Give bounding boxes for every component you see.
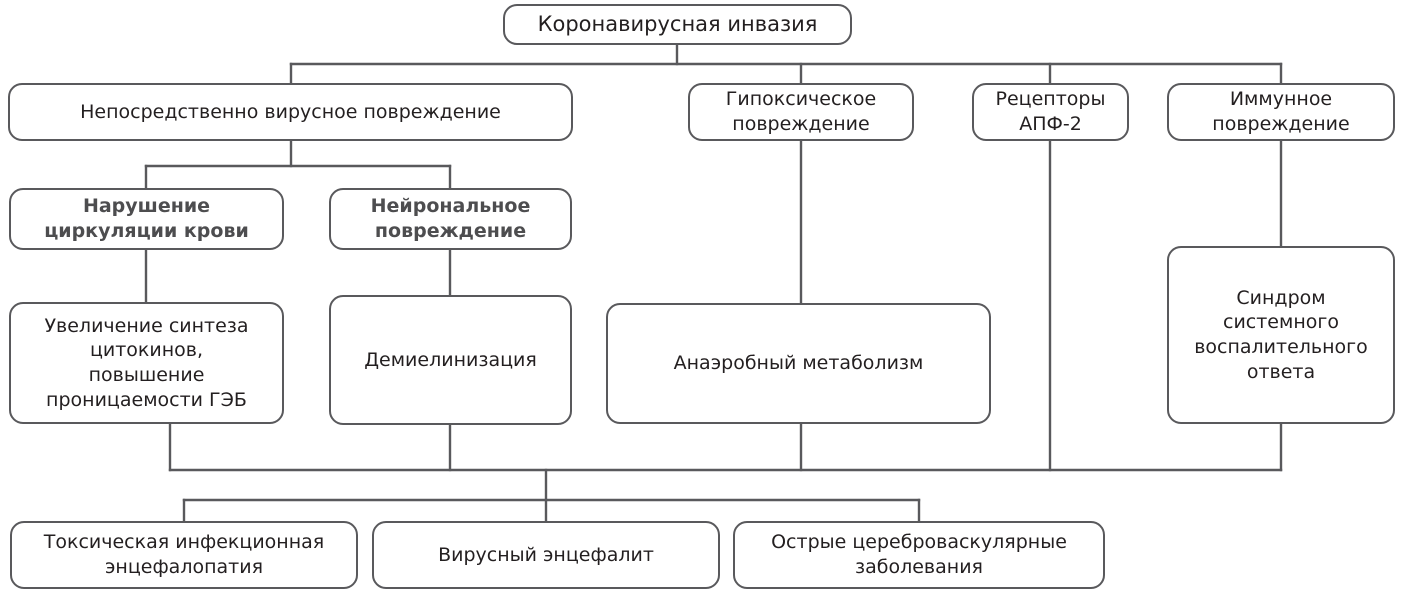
node-anaerobic-metabolism-label: Анаэробный метаболизм bbox=[673, 352, 924, 375]
node-viral-encephalitis-label: Вирусный энцефалит bbox=[438, 543, 654, 566]
node-toxic-infectious-encephalopathy-label: Токсическая инфекционная энцефалопатия bbox=[43, 531, 325, 578]
node-demyelination[interactable]: Демиелинизация bbox=[329, 295, 572, 425]
node-hypoxic-damage[interactable]: Гипоксическое повреждение bbox=[688, 83, 914, 141]
node-root[interactable]: Коронавирусная инвазия bbox=[503, 4, 852, 45]
node-demyelination-label: Демиелинизация bbox=[364, 348, 537, 371]
node-cytokine-synthesis-label: Увеличение синтеза цитокинов, повышение … bbox=[44, 314, 249, 411]
node-anaerobic-metabolism[interactable]: Анаэробный метаболизм bbox=[606, 303, 991, 424]
node-sirs[interactable]: Синдром системного воспалительного ответ… bbox=[1167, 246, 1395, 424]
node-immune-damage-label: Иммунное повреждение bbox=[1212, 88, 1350, 135]
node-direct-viral-damage[interactable]: Непосредственно вирусное повреждение bbox=[8, 83, 573, 141]
node-acute-cerebrovascular-disease-label: Острые цереброваскулярные заболевания bbox=[771, 531, 1067, 578]
node-sirs-label: Синдром системного воспалительного ответ… bbox=[1194, 286, 1368, 383]
node-ace2-receptors-label: Рецепторы АПФ-2 bbox=[995, 88, 1106, 135]
node-direct-viral-damage-label: Непосредственно вирусное повреждение bbox=[80, 100, 501, 123]
node-immune-damage[interactable]: Иммунное повреждение bbox=[1167, 83, 1395, 141]
node-acute-cerebrovascular-disease[interactable]: Острые цереброваскулярные заболевания bbox=[733, 521, 1105, 589]
node-viral-encephalitis[interactable]: Вирусный энцефалит bbox=[372, 521, 720, 589]
node-ace2-receptors[interactable]: Рецепторы АПФ-2 bbox=[972, 83, 1129, 141]
node-neuronal-damage-label: Нейрональное повреждение bbox=[370, 195, 531, 242]
node-cytokine-synthesis[interactable]: Увеличение синтеза цитокинов, повышение … bbox=[9, 302, 284, 424]
node-blood-circulation-disorder-label: Нарушение циркуляции крови bbox=[44, 195, 249, 242]
node-blood-circulation-disorder[interactable]: Нарушение циркуляции крови bbox=[9, 188, 284, 250]
node-toxic-infectious-encephalopathy[interactable]: Токсическая инфекционная энцефалопатия bbox=[10, 521, 358, 589]
node-neuronal-damage[interactable]: Нейрональное повреждение bbox=[329, 188, 572, 250]
node-root-label: Коронавирусная инвазия bbox=[537, 11, 818, 36]
node-hypoxic-damage-label: Гипоксическое повреждение bbox=[725, 88, 877, 135]
